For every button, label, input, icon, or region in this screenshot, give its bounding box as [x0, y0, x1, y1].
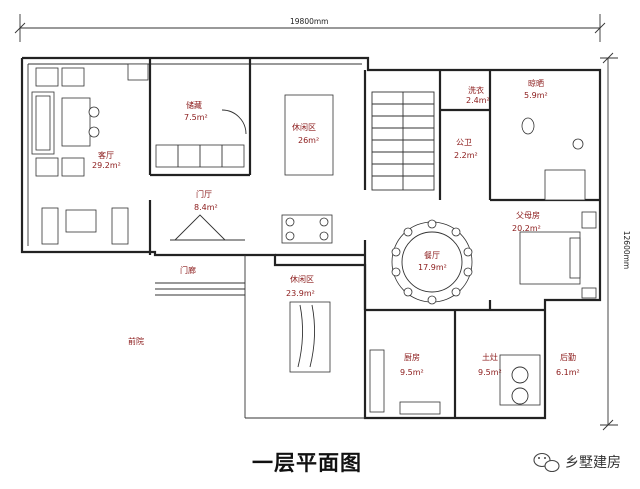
room-name-foyer: 门厅 [196, 189, 212, 199]
room-area-foyer: 8.4m² [194, 203, 218, 212]
room-name-sunroom: 晾晒 [528, 78, 544, 88]
room-area-bath: 2.2m² [454, 151, 478, 160]
room-area-storage: 7.5m² [184, 113, 208, 122]
room-labels: 客厅 29.2m² 储藏 7.5m² 休闲区 26m² 洗衣 2.4m² 晾晒 … [92, 78, 580, 377]
room-area-lounge1: 26m² [298, 136, 319, 145]
dining-table [391, 219, 473, 305]
room-area-backservice: 6.1m² [556, 368, 580, 377]
lounge-table-set [281, 214, 333, 244]
room-area-stove: 9.5m² [478, 368, 502, 377]
width-dimension-label: 19800mm [290, 17, 328, 26]
top-dimension: 19800mm [14, 14, 606, 42]
room-area-kitchen: 9.5m² [400, 368, 424, 377]
porch-lines [155, 255, 365, 419]
stove-kitchen-fixtures [499, 354, 541, 406]
living-room-furniture [31, 63, 149, 177]
bathroom-fixtures [521, 117, 586, 201]
watermark-text: 乡墅建房 [565, 455, 621, 471]
wechat-icon [533, 452, 560, 473]
room-name-lounge1: 休闲区 [292, 122, 316, 132]
room-name-backservice: 后勤 [560, 352, 576, 362]
room-name-living: 客厅 [98, 150, 114, 160]
depth-dimension-label: 12600mm [622, 231, 631, 269]
room-name-storage: 储藏 [186, 100, 202, 110]
room-area-parents: 20.2m² [512, 224, 541, 233]
staircase [371, 91, 435, 191]
room-area-sunroom: 5.9m² [524, 91, 548, 100]
room-area-laundry: 2.4m² [466, 96, 490, 105]
right-dimension: 12600mm [600, 52, 631, 431]
room-name-laundry: 洗衣 [468, 85, 484, 95]
lounge2-table [289, 301, 331, 373]
plan-title: 一层平面图 [252, 451, 362, 475]
room-name-parents: 父母房 [516, 210, 540, 220]
room-name-dining: 餐厅 [424, 251, 440, 260]
room-name-bath: 公卫 [456, 138, 472, 147]
interior-walls [148, 58, 600, 418]
kitchen-furniture [369, 349, 441, 415]
watermark: 乡墅建房 [533, 452, 621, 473]
storage-furniture [155, 109, 247, 168]
room-name-kitchen: 厨房 [404, 352, 420, 362]
front-yard-label: 前院 [128, 336, 144, 346]
foyer-furniture [41, 207, 245, 245]
room-area-lounge2: 23.9m² [286, 289, 315, 298]
parents-bed [519, 211, 597, 299]
lounge-rug [284, 94, 334, 176]
room-area-dining: 17.9m² [418, 263, 447, 272]
room-area-living: 29.2m² [92, 161, 121, 170]
porch-label: 门廊 [180, 265, 196, 275]
room-name-stove: 土灶 [482, 352, 498, 362]
room-name-lounge2: 休闲区 [290, 274, 314, 284]
